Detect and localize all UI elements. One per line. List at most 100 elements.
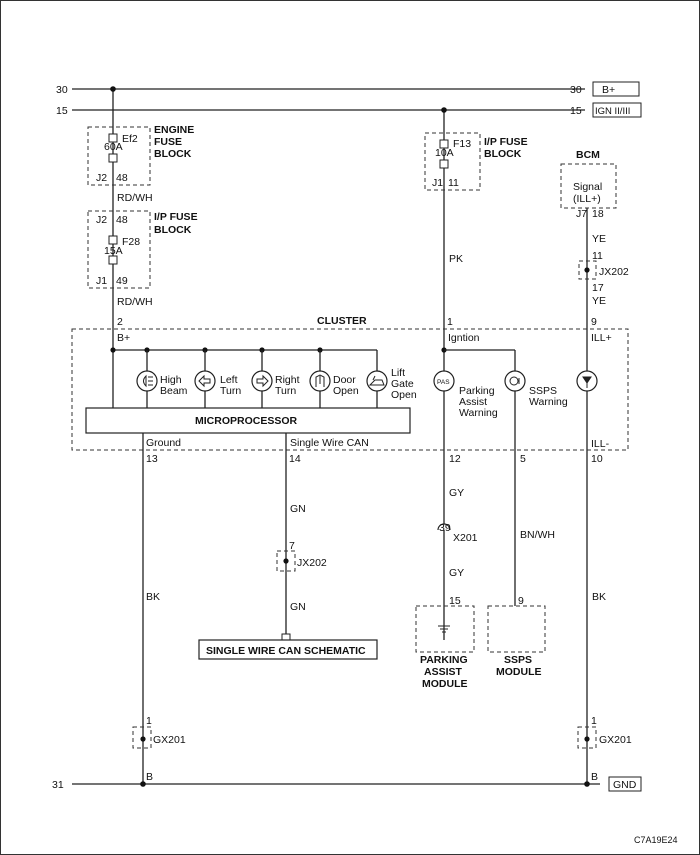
fuse-f13-rating: 10A [435, 147, 454, 159]
left-turn-lamp: Left Turn [194, 370, 241, 397]
right-turn-lamp: Right Turn [251, 370, 300, 397]
cluster-pin-9: 9 [591, 316, 597, 328]
cluster-pin-1: 1 [447, 316, 453, 328]
microprocessor-box [85, 407, 411, 434]
gx201-left-connector [132, 726, 152, 749]
swcan-schematic-box [198, 639, 378, 660]
x201-label: X201 [453, 532, 478, 544]
x201-pin: 39 [439, 522, 451, 534]
high-beam-lamp: High Beam [136, 370, 188, 397]
jx202-can-connector [276, 550, 296, 572]
cluster-ign-label: Igntion [448, 332, 480, 344]
pam-label-1: PARKING [420, 654, 468, 666]
cluster-bplus-label: B+ [117, 332, 130, 344]
ip-fuse-left-title-1: I/P FUSE [154, 211, 198, 223]
bcm-feed: BCM Signal (ILL+) J7 18 YE 11 JX202 17 Y… [560, 149, 629, 784]
pas-label-3: Warning [459, 407, 498, 419]
door-open-lamp: Door Open [309, 370, 359, 397]
ip-fuse-left-top-pin: 48 [116, 214, 128, 226]
ssps-label-2: Warning [529, 396, 568, 408]
gx201-right-label: GX201 [599, 734, 632, 746]
fuse-ef2-symbol [108, 133, 118, 143]
cluster-pin-14: 14 [289, 453, 301, 465]
ip-fuse-right-title-1: I/P FUSE [484, 136, 528, 148]
pam-pin: 15 [449, 595, 461, 607]
pas-icon [433, 370, 455, 392]
bcm-signal-2: (ILL+) [573, 193, 601, 205]
figure-code: C7A19E24 [634, 835, 678, 845]
wire-bk-left: BK [146, 591, 160, 603]
rail-15-left-num: 15 [56, 105, 68, 117]
engine-fuse-pin: 48 [116, 172, 128, 184]
bcm-signal-1: Signal [573, 181, 602, 193]
gx201-left-label: GX201 [153, 734, 186, 746]
lift-gate-label-2: Gate [391, 378, 414, 390]
rail-15-right-num: 15 [570, 105, 582, 117]
wire-rdwh-1: RD/WH [117, 192, 153, 204]
cluster-box [71, 328, 629, 451]
cluster-swcan-label: Single Wire CAN [290, 437, 369, 449]
cluster-ground-label: Ground [146, 437, 181, 449]
ip-fuse-block-left [87, 210, 151, 289]
cluster-pin-2: 2 [117, 316, 123, 328]
right-turn-label-1: Right [275, 374, 300, 386]
lift-gate-lamp: Lift Gate Open [366, 367, 417, 401]
fuse-ef2-rating: 60A [104, 141, 123, 153]
gnd-pin-left: B [146, 771, 153, 783]
left-turn-arrow-icon [194, 370, 216, 392]
swcan-schematic-label: SINGLE WIRE CAN SCHEMATIC [206, 645, 366, 657]
illumination-lamp [576, 370, 598, 392]
cluster: CLUSTER 2 B+ 1 Igntion 9 ILL+ ILL- High … [71, 315, 629, 465]
cluster-ill-plus: ILL+ [591, 332, 612, 344]
lift-gate-icon [366, 370, 388, 392]
wire-ye-2: YE [592, 295, 606, 307]
ssps-module-box [487, 605, 546, 653]
fuse-ef2-label: Ef2 [122, 133, 138, 145]
engine-fuse-title-2: FUSE [154, 136, 182, 148]
wire-bnwh: BN/WH [520, 529, 555, 541]
door-open-label-1: Door [333, 374, 356, 386]
bcm-module [560, 163, 617, 209]
ign-label-box [592, 102, 642, 118]
engine-fuse-title-3: BLOCK [154, 148, 192, 160]
wire-gn-1: GN [290, 503, 306, 515]
high-beam-icon [136, 370, 158, 392]
gx201-right-connector [577, 726, 597, 749]
ssps-branch: BN/WH 9 SSPS MODULE [487, 460, 555, 678]
jx202-top-connector [578, 260, 597, 280]
gx201-left-pin: 1 [146, 715, 152, 727]
ssps-icon [504, 370, 526, 392]
jx202-top-label: JX202 [599, 266, 629, 278]
wire-bk-right: BK [592, 591, 606, 603]
ground-left: BK 1 GX201 [132, 433, 186, 787]
ip-fuse-left-pin: 49 [116, 275, 128, 287]
lift-gate-label-3: Open [391, 389, 417, 401]
b-plus-label-box [592, 81, 640, 97]
b-plus-label: B+ [602, 84, 615, 96]
ssps-warning-lamp: SSPS Warning [504, 370, 568, 408]
wire-gn-2: GN [290, 601, 306, 613]
left-turn-label-1: Left [220, 374, 238, 386]
bcm-title: BCM [576, 149, 600, 161]
fuse-f13-symbol [439, 139, 449, 149]
fuse-f28-rating: 15A [104, 245, 123, 257]
bcm-pin: 18 [592, 208, 604, 220]
gnd-label-box [608, 776, 642, 792]
wire-pk: PK [449, 253, 463, 265]
jx202-can-pin: 7 [289, 540, 295, 552]
pas-icon-text: PAS [437, 379, 450, 386]
high-beam-label-2: Beam [160, 385, 188, 397]
microprocessor-label: MICROPROCESSOR [195, 415, 298, 427]
ssps-pin: 9 [518, 595, 524, 607]
lift-gate-label-1: Lift [391, 367, 405, 379]
cluster-pin-5: 5 [520, 453, 526, 465]
rail-31-left-num: 31 [52, 779, 64, 791]
cluster-title: CLUSTER [317, 315, 367, 327]
right-turn-label-2: Turn [275, 385, 296, 397]
high-beam-label-1: High [160, 374, 182, 386]
wire-ye-1: YE [592, 233, 606, 245]
right-turn-arrow-icon [251, 370, 273, 392]
ip-fuse-left-top-conn: J2 [96, 214, 107, 226]
chassis-ground-icon [438, 625, 450, 633]
